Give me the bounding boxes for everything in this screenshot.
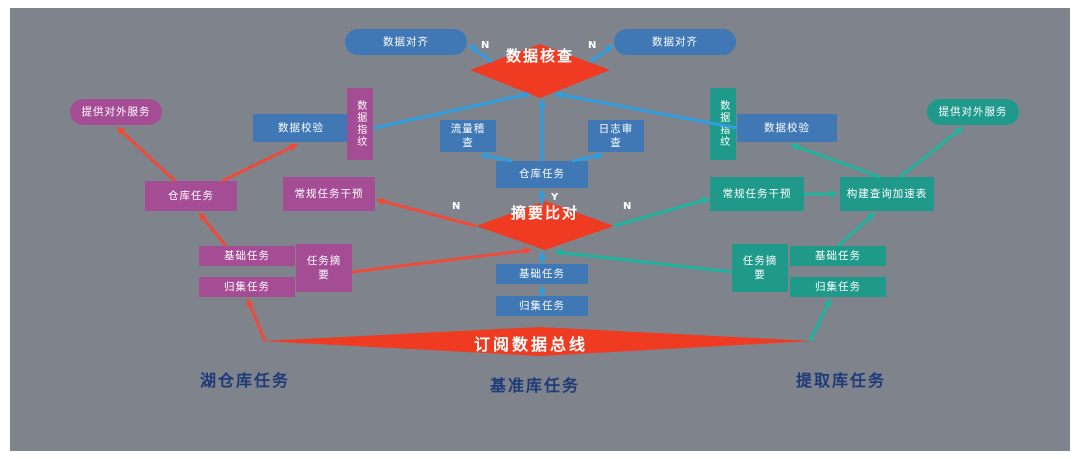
base-data-align-right: 数据对齐 [614, 29, 736, 55]
arrow-build-query-to-verify [790, 143, 881, 179]
arrow-check-to-align-right [589, 44, 614, 64]
arrow-warehouse-to-log [571, 152, 604, 163]
data-check-label: 数据核查 [505, 47, 574, 65]
edge-label-n-compare-left: N [452, 201, 461, 212]
edge-label-n-check-right: N [588, 40, 597, 51]
extract-data-verify: 数据校验 [737, 114, 837, 142]
arrow-lake-summary-to-compare [351, 246, 532, 274]
arrow-bus-to-lake-collect [246, 298, 267, 342]
edge-label-y: Y [551, 192, 559, 203]
section-title-extract: 提取库任务 [796, 371, 887, 390]
arrow-compare-to-extract-intervention [613, 196, 710, 228]
bus-label: 订阅数据总线 [474, 335, 589, 354]
extract-provide-service: 提供对外服务 [927, 99, 1019, 125]
arrow-lake-warehouse-to-service [116, 126, 177, 183]
arrow-extract-summary-to-compare [554, 248, 733, 274]
arrow-lake-base-to-warehouse [198, 212, 228, 247]
lake-warehouse-task: 仓库任务 [145, 181, 237, 211]
arrow-check-to-align-left [468, 44, 493, 64]
data-check-diamond [470, 44, 610, 98]
base-base-task: 基础任务 [496, 264, 588, 284]
lake-base-task: 基础任务 [199, 246, 295, 266]
lake-data-fingerprint: 数据指纹 [347, 88, 373, 160]
extract-build-query: 构建查询加速表 [840, 177, 934, 211]
summary-compare-diamond [476, 201, 614, 250]
lake-provide-service: 提供对外服务 [70, 99, 162, 125]
section-title-lake: 湖仓库任务 [200, 371, 291, 390]
bus-shape [262, 327, 812, 356]
lake-task-summary: 任务摘要 [296, 244, 352, 292]
extract-regular-intervention: 常规任务干预 [710, 177, 804, 211]
arrow-build-query-to-service [899, 126, 964, 179]
base-data-align-left: 数据对齐 [345, 29, 467, 55]
base-collect-task: 归集任务 [496, 296, 588, 316]
edge-label-n-check-left: N [481, 40, 490, 51]
section-title-base: 基准库任务 [490, 376, 581, 395]
base-warehouse-task: 仓库任务 [496, 161, 588, 188]
edge-label-n-compare-right: N [623, 201, 632, 212]
arrow-extract-fingerprint-to-check [554, 91, 738, 130]
summary-compare-label: 摘要比对 [510, 204, 579, 222]
extract-collect-task: 归集任务 [790, 277, 886, 297]
lake-regular-intervention: 常规任务干预 [283, 177, 375, 211]
extract-task-summary: 任务摘要 [732, 244, 788, 292]
arrow-compare-to-lake-intervention [376, 197, 477, 228]
extract-base-task: 基础任务 [790, 246, 886, 266]
lake-data-verify: 数据校验 [253, 114, 349, 142]
base-traffic-check: 流量稽查 [440, 120, 496, 152]
lake-collect-task: 归集任务 [199, 277, 295, 297]
arrow-warehouse-to-traffic [480, 152, 513, 163]
arrow-lake-fingerprint-to-check [373, 91, 530, 130]
base-log-audit: 日志审查 [588, 120, 644, 152]
arrow-extract-base-to-build-query [837, 212, 876, 248]
arrow-bus-to-extract-collect [808, 298, 832, 342]
arrow-lake-warehouse-to-verify [221, 143, 298, 183]
